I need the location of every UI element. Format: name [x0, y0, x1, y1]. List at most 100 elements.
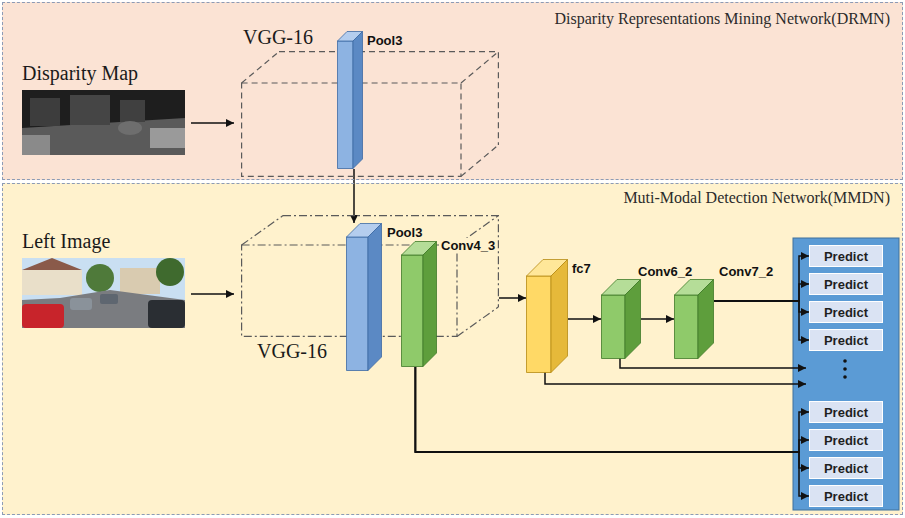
- street-car: [148, 300, 185, 328]
- layer-label: Conv4_3: [439, 238, 497, 253]
- predict-label: Predict: [824, 249, 868, 264]
- flow-arrow: [415, 367, 809, 496]
- flow-arrow: [714, 256, 809, 301]
- network-band: Disparity Representations Mining Network…: [2, 2, 903, 180]
- cube-edge: [242, 52, 279, 83]
- disparity-blob: [150, 128, 185, 148]
- street-car: [70, 298, 92, 310]
- feature-slab: Conv6_2: [601, 279, 641, 359]
- feature-arrow: [545, 372, 806, 384]
- street-car: [22, 304, 64, 328]
- layer-label: fc7: [570, 261, 593, 276]
- feature-slab: fc7: [526, 259, 568, 373]
- layer-label: Conv6_2: [636, 264, 694, 279]
- feature-arrow: [620, 358, 806, 368]
- layer-label: Conv7_2: [717, 264, 775, 279]
- predict-label: Predict: [824, 333, 868, 348]
- street-sky: [22, 258, 185, 328]
- slab-shape: [346, 223, 382, 371]
- cube-edge: [279, 52, 498, 145]
- street-car: [100, 294, 118, 304]
- slab-shape: [337, 31, 363, 169]
- predict-panel: [793, 238, 899, 510]
- flow-arrow: [568, 318, 601, 320]
- slab-shape: [674, 279, 714, 359]
- flow-arrow: [714, 301, 809, 340]
- input-arrow: [191, 293, 234, 295]
- layer-label: Pool3: [385, 225, 424, 240]
- ellipsis-dot: [843, 359, 847, 363]
- predict-box: Predict: [809, 273, 883, 295]
- band-ground: [2, 183, 903, 515]
- street-house: [22, 270, 82, 295]
- label-anchor: Conv6_2: [636, 262, 694, 280]
- ellipsis-dot: [843, 375, 847, 379]
- slab-side: [625, 280, 641, 359]
- network-title: Disparity Representations Mining Network…: [554, 10, 890, 27]
- predict-box: Predict: [809, 429, 883, 451]
- street-roof: [22, 258, 82, 270]
- flow-arrow: [641, 318, 674, 320]
- ellipsis-dot: [843, 367, 847, 371]
- disparity-blob: [22, 135, 50, 155]
- predict-box: Predict: [809, 301, 883, 323]
- slab-side: [353, 32, 363, 169]
- flow-arrow: [353, 169, 355, 223]
- slab-side: [368, 224, 382, 371]
- street-tree: [156, 258, 184, 286]
- feature-slab: Conv7_2: [674, 279, 714, 359]
- slab-side: [423, 242, 437, 367]
- slab-front: [402, 255, 424, 367]
- predict-box: Predict: [809, 401, 883, 423]
- label-anchor: Muti-Modal Detection Network(MMDN): [623, 189, 890, 207]
- layer-label: Pool3: [365, 33, 404, 48]
- flow-arrow: [499, 297, 526, 299]
- label-anchor: fc7: [570, 259, 593, 277]
- cube-outline: [241, 51, 499, 177]
- street-road: [22, 290, 185, 328]
- predict-label: Predict: [824, 305, 868, 320]
- label-anchor: VGG-16: [257, 340, 327, 363]
- layer-label: VGG-16: [257, 340, 327, 362]
- slab-shape: [601, 279, 641, 359]
- disparity-image: [22, 90, 185, 155]
- cube-edge: [461, 145, 498, 176]
- cube-edge: [283, 216, 498, 307]
- cube-edge: [457, 307, 498, 336]
- flow-arrow: [415, 367, 809, 452]
- predict-label: Predict: [824, 433, 868, 448]
- predict-label: Predict: [824, 405, 868, 420]
- street-tree: [86, 264, 114, 292]
- predict-box: Predict: [809, 485, 883, 507]
- disparity-blob: [30, 98, 60, 126]
- predict-box: Predict: [809, 245, 883, 267]
- slab-side: [698, 280, 714, 359]
- cube-edge: [461, 52, 498, 83]
- network-title: Muti-Modal Detection Network(MMDN): [623, 189, 890, 206]
- slab-front: [338, 41, 354, 169]
- slab-front: [347, 237, 369, 371]
- feature-slab: Conv4_3: [401, 241, 437, 367]
- street-house: [120, 268, 160, 294]
- label-anchor: Disparity Map: [22, 62, 138, 85]
- slab-front: [527, 276, 552, 373]
- slab-shape: [526, 259, 568, 373]
- backbone-box: VGG-16Pool3: [241, 51, 499, 177]
- disparity-blob: [118, 121, 142, 135]
- label-anchor: VGG-16: [243, 26, 313, 49]
- network-band: Muti-Modal Detection Network(MMDN) VGG-16…: [2, 183, 903, 515]
- label-anchor: Disparity Representations Mining Network…: [554, 10, 890, 28]
- label-anchor: Left Image: [22, 230, 110, 253]
- feature-slab: Pool3: [346, 223, 382, 371]
- predict-label: Predict: [824, 489, 868, 504]
- input-label: Left Image: [22, 230, 110, 252]
- predict-box: Predict: [809, 329, 883, 351]
- slab-side: [551, 260, 568, 373]
- label-anchor: Conv4_3: [439, 236, 497, 254]
- feature-slab: Pool3: [337, 31, 363, 169]
- label-anchor: Conv7_2: [717, 262, 775, 280]
- cube-edge: [242, 216, 283, 245]
- label-anchor: Pool3: [365, 31, 404, 49]
- input-arrow: [191, 122, 234, 124]
